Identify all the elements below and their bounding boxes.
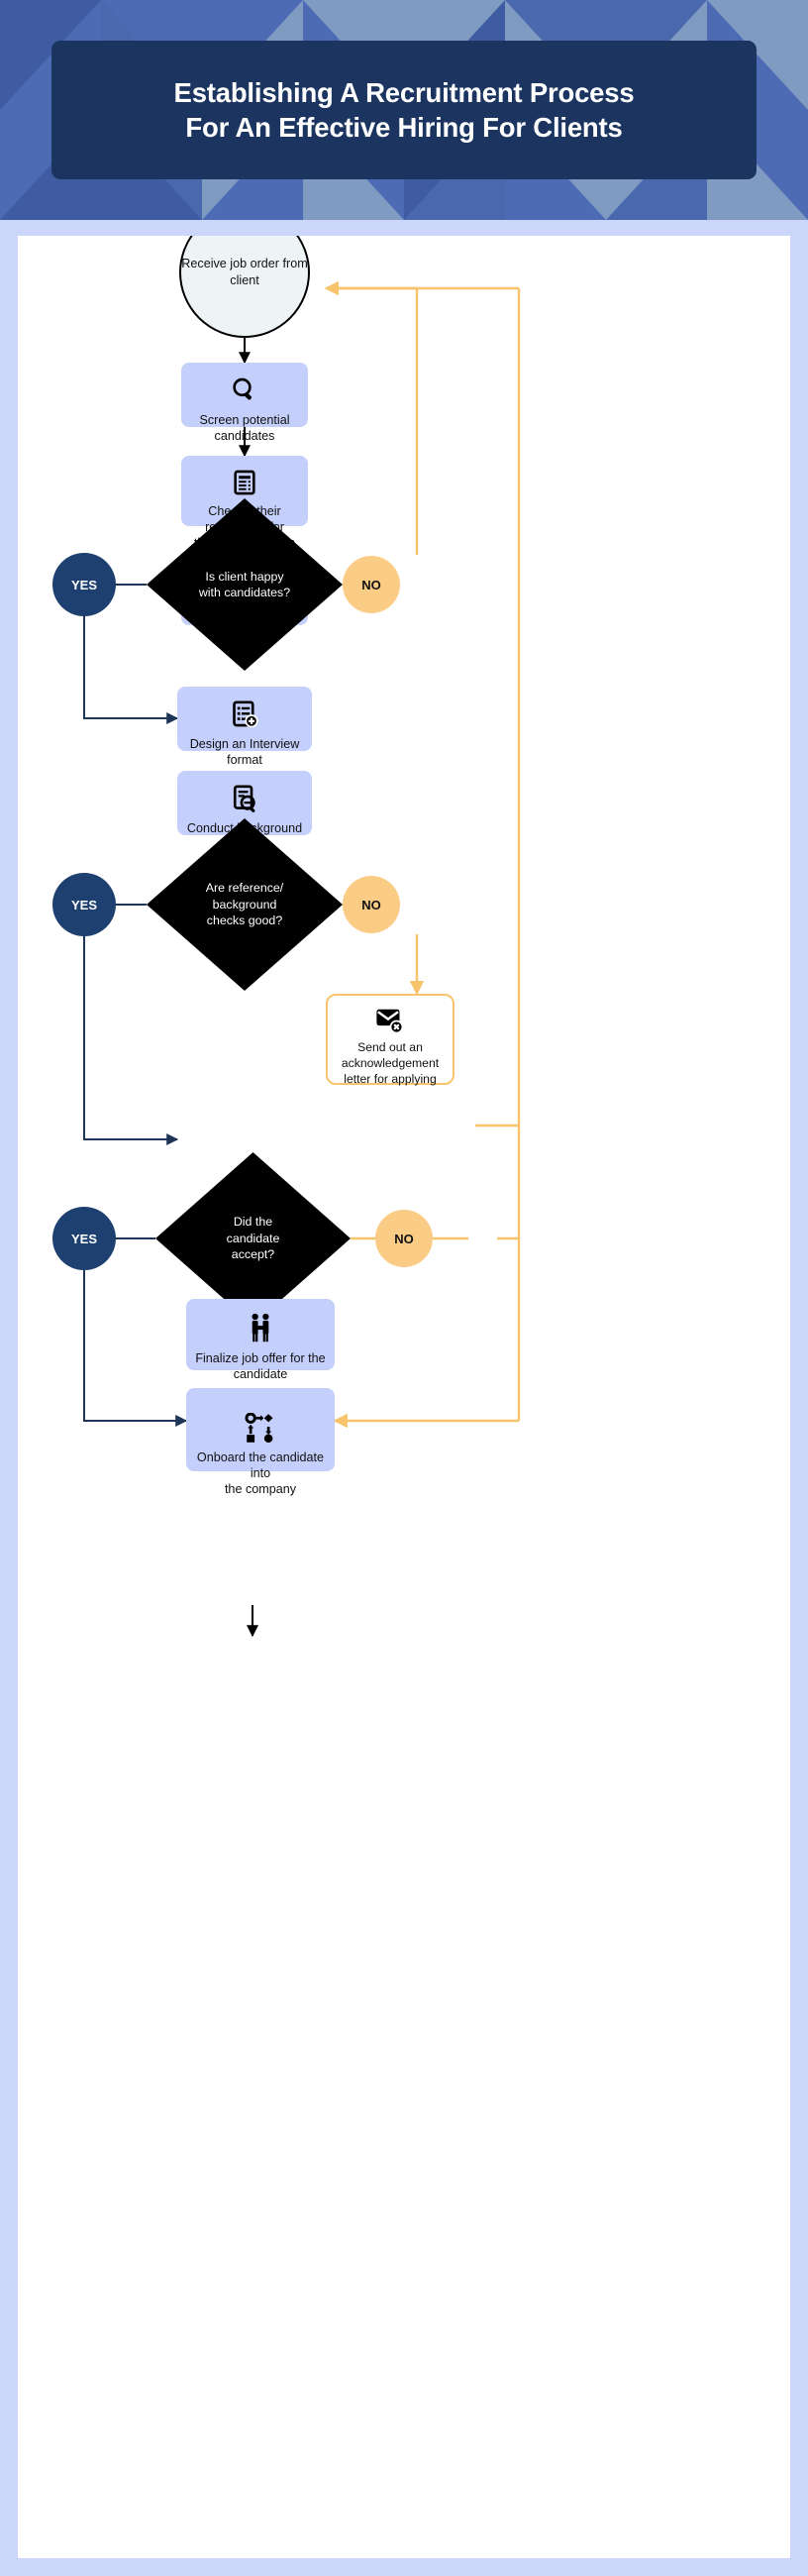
mail-reject-icon (375, 1007, 405, 1034)
onboarding-flow-icon (245, 1413, 276, 1443)
checklist-plus-icon (230, 699, 259, 729)
connector-layer (83, 280, 521, 1638)
yes-pill-1[interactable]: YES (52, 553, 116, 616)
step-send-acknowledgement-letter[interactable]: Send out an acknowledgement letter for a… (326, 994, 454, 1086)
no-pill-3[interactable]: NO (375, 1210, 433, 1267)
page-title: Establishing A Recruitment Process For A… (173, 76, 635, 143)
decision-reference-checks-good[interactable]: Are reference/ background checks good? (147, 818, 343, 991)
flowchart-canvas: Receive job order from client Screen pot… (18, 236, 790, 2558)
step-label: Onboard the candidate into the company (196, 1450, 325, 1497)
step-screen-potential-candidates[interactable]: Screen potential candidates (181, 363, 308, 443)
magnifier-icon (230, 376, 259, 405)
decision-label: Is client happy with candidates? (198, 569, 291, 599)
yes-pill-2[interactable]: YES (52, 873, 116, 936)
yes-label: YES (70, 1231, 97, 1246)
yes-pill-3[interactable]: YES (52, 1207, 116, 1270)
step-label: Send out an acknowledgement letter for a… (341, 1040, 440, 1086)
no-pill-1[interactable]: NO (343, 556, 400, 613)
no-label: NO (394, 1231, 414, 1246)
handshake-icon (247, 1312, 274, 1343)
step-design-interview-format[interactable]: Design an Interview format (177, 687, 312, 767)
start-node: Receive job order from client (179, 236, 310, 338)
yes-label: YES (70, 577, 97, 592)
step-label: Design an Interview format (189, 737, 300, 768)
header-banner: Establishing A Recruitment Process For A… (0, 0, 808, 220)
no-pill-2[interactable]: NO (343, 876, 400, 933)
step-label: Screen potential candidates (199, 413, 290, 444)
start-node-label: Receive job order from client (181, 257, 308, 287)
no-label: NO (361, 577, 381, 592)
document-search-icon (230, 784, 259, 813)
step-onboard-candidate[interactable]: Onboard the candidate into the company (186, 1400, 335, 1496)
step-label: Finalize job offer for the candidate (195, 1351, 326, 1382)
no-label: NO (361, 897, 381, 912)
yes-label: YES (70, 897, 97, 912)
decision-label: Are reference/ background checks good? (205, 881, 284, 928)
decision-is-client-happy[interactable]: Is client happy with candidates? (147, 498, 343, 671)
step-finalize-job-offer[interactable]: Finalize job offer for the candidate (186, 1299, 335, 1381)
decision-label: Did the candidate accept? (226, 1215, 280, 1262)
title-card: Establishing A Recruitment Process For A… (51, 41, 757, 179)
decision-did-candidate-accept[interactable]: Did the candidate accept? (155, 1152, 351, 1325)
document-lines-icon (231, 469, 258, 496)
